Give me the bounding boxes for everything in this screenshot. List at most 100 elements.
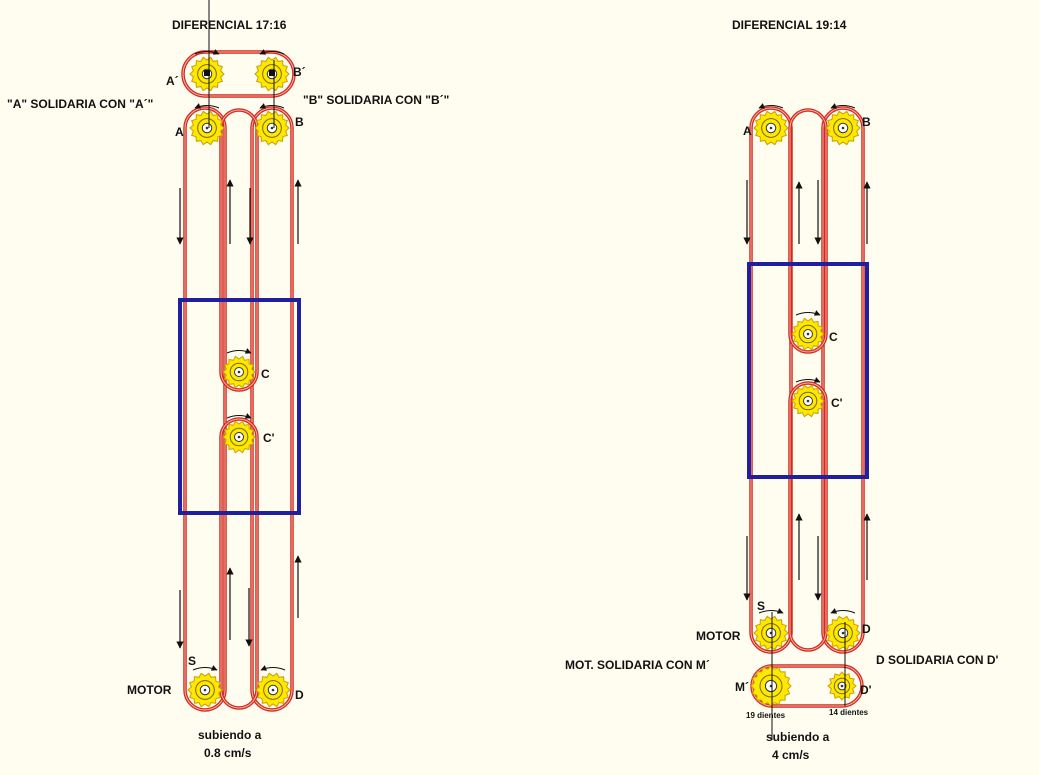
left-sprocket-b-center [270, 126, 274, 130]
left-sprocket-c-hub-ring [229, 362, 249, 382]
right-belt-b-d-inner [822, 107, 864, 653]
left-label-d: D [295, 688, 304, 702]
right-belt-cprime-outer [788, 381, 828, 652]
left-sprocket-c-prime-hub-ring [229, 427, 249, 447]
left-belt-cprime [219, 417, 259, 710]
belts-layer [181, 50, 865, 712]
right-label-motor: MOTOR [696, 629, 741, 643]
right-sprocket-c [791, 310, 825, 351]
right-sprocket-b-rotation-arc [830, 103, 856, 109]
right-diagram: DIFERENCIAL 19:14 A B C C' S MOTOR D MOT… [565, 18, 999, 762]
left-belt-top [181, 50, 296, 98]
left-note-a: "A" SOLIDARIA CON "A´" [7, 97, 153, 111]
carriage-boxes-layer [178, 262, 869, 515]
left-sprocket-b-prime [254, 49, 290, 92]
right-label-b: B [862, 115, 871, 129]
right-belt-cprime-inner [789, 382, 827, 651]
left-sprocket-a-center [205, 126, 209, 130]
right-sprocket-d-prime-center [840, 684, 844, 688]
right-sprocket-a-rotation-arc [758, 103, 784, 109]
right-belt-cprime [788, 381, 828, 652]
left-belt-b-d [250, 106, 294, 712]
left-label-c-prime: C' [263, 431, 275, 445]
left-sprocket-b-prime-key [269, 70, 275, 76]
left-sprocket-a-prime [189, 49, 225, 92]
left-sprocket-d-center [271, 688, 275, 692]
sprockets-layer [187, 49, 861, 708]
right-belt-c [788, 108, 828, 354]
left-sprocket-c-center [237, 370, 241, 374]
right-label-s: S [757, 599, 765, 613]
right-belt-b-d [821, 106, 865, 654]
left-belt-top-inner [182, 51, 295, 97]
right-sprocket-a-center [769, 126, 773, 130]
right-sprocket-motor-rotation-arc [758, 608, 784, 614]
left-sprocket-c-prime-center [237, 435, 241, 439]
right-sprocket-m-prime-hub-ring [759, 674, 783, 698]
right-sprocket-d-prime-hub-ring [833, 677, 851, 695]
left-sprocket-motor [187, 665, 223, 708]
right-sprocket-d-center [841, 631, 845, 635]
left-belt-cprime-inner [220, 418, 258, 709]
left-belt-b-d-inner [251, 107, 293, 711]
right-label-a: A [743, 124, 752, 138]
right-title: DIFERENCIAL 19:14 [732, 18, 847, 32]
left-sprocket-a-prime-hub-ring [197, 64, 217, 84]
right-sprocket-d-hub-ring [833, 623, 853, 643]
right-label-m-prime: M´ [735, 680, 749, 694]
left-sprocket-d-hub-ring [263, 680, 283, 700]
left-sprocket-a [189, 103, 225, 146]
left-label-a-prime: A´ [166, 74, 179, 88]
right-sprocket-c-prime-center [806, 399, 810, 403]
left-label-motor: MOTOR [127, 683, 172, 697]
right-sprocket-c-prime [791, 377, 825, 418]
right-sprocket-c-rotation-arc [795, 310, 821, 316]
right-note-d: D SOLIDARIA CON D' [876, 653, 999, 667]
left-label-b-prime: B´ [293, 65, 306, 79]
left-sprocket-a-hub-ring [197, 118, 217, 138]
left-sprocket-motor-hub-ring [195, 680, 215, 700]
left-sprocket-c-rotation-arc [226, 348, 252, 354]
right-belt-motor-a-outer [749, 106, 793, 654]
right-speed-line2: 4 cm/s [772, 748, 810, 762]
right-belt-b-d-outer [821, 106, 865, 654]
right-carriage-box [747, 262, 869, 479]
right-belt-motor-a-inner [750, 107, 792, 653]
right-sprocket-a-hub-ring [761, 118, 781, 138]
left-sprocket-d [255, 665, 291, 708]
left-speed-line1: subiendo a [198, 728, 262, 742]
left-sprocket-c-prime [222, 413, 256, 454]
left-belt-motor-a [183, 106, 227, 712]
left-label-s: S [188, 654, 196, 668]
left-sprocket-b-hub-ring [262, 118, 282, 138]
right-label-c: C [829, 330, 838, 344]
right-label-d-prime: D' [860, 683, 872, 697]
left-sprocket-c-prime-rotation-arc [226, 413, 252, 419]
left-sprocket-b-prime-hub-ring [262, 64, 282, 84]
left-sprocket-a-prime-key [204, 70, 210, 76]
right-teeth-m: 19 dientes [746, 711, 786, 720]
right-belt-c-outer [788, 108, 828, 354]
right-sprocket-b-center [841, 126, 845, 130]
right-sprocket-b-hub-ring [833, 118, 853, 138]
left-belt-motor-a-outer [183, 106, 227, 712]
left-sprocket-motor-rotation-arc [192, 665, 218, 671]
right-sprocket-motor [753, 608, 789, 651]
left-sprocket-a-rotation-arc [194, 103, 220, 109]
right-label-d: D [862, 622, 871, 636]
right-sprocket-c-prime-hub-ring [798, 391, 818, 411]
left-sprocket-b-rotation-arc [259, 103, 285, 109]
left-sprocket-d-rotation-arc [260, 665, 286, 671]
left-belt-c-inner [220, 109, 258, 391]
left-diagram: DIFERENCIAL 17:16 "A" SOLIDARIA CON "A´"… [7, 0, 449, 760]
right-sprocket-c-hub-ring [798, 324, 818, 344]
right-sprocket-a [753, 103, 789, 146]
left-sprocket-a-prime-rotation-arc [194, 49, 220, 55]
left-title: DIFERENCIAL 17:16 [172, 18, 287, 32]
right-sprocket-c-prime-rotation-arc [795, 377, 821, 383]
right-sprocket-c-center [806, 332, 810, 336]
right-label-c-prime: C' [831, 396, 843, 410]
right-teeth-d: 14 dientes [829, 708, 869, 717]
right-speed-line1: subiendo a [766, 730, 830, 744]
